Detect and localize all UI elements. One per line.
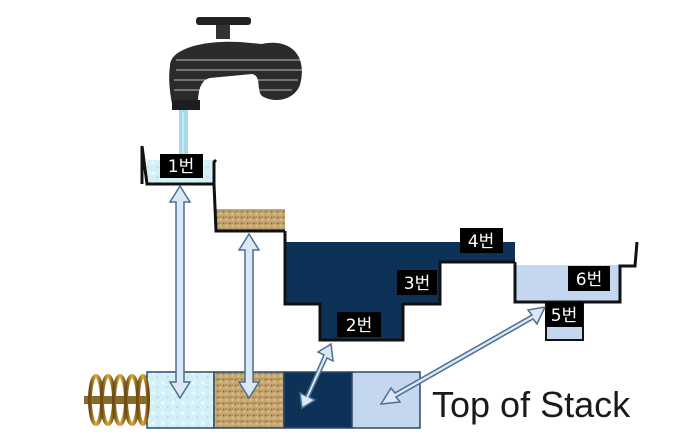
svg-text:3번: 3번 — [404, 274, 430, 294]
spring-icon — [84, 374, 150, 426]
svg-text:1번: 1번 — [168, 157, 194, 177]
faucet-icon — [169, 17, 302, 110]
svg-text:2번: 2번 — [346, 316, 372, 336]
label-3: 3번 — [397, 270, 437, 295]
svg-text:6번: 6번 — [576, 270, 602, 290]
svg-text:4번: 4번 — [468, 232, 494, 252]
stack-block-navy — [283, 371, 353, 429]
label-4: 4번 — [460, 228, 503, 253]
label-6: 6번 — [568, 266, 610, 291]
label-1: 1번 — [160, 154, 203, 178]
arrow-icon — [168, 184, 547, 410]
top-of-stack-caption: Top of Stack — [432, 384, 631, 425]
svg-text:5번: 5번 — [551, 306, 577, 326]
sand-step — [216, 209, 285, 231]
label-2: 2번 — [337, 312, 381, 337]
label-5: 5번 — [545, 302, 583, 327]
